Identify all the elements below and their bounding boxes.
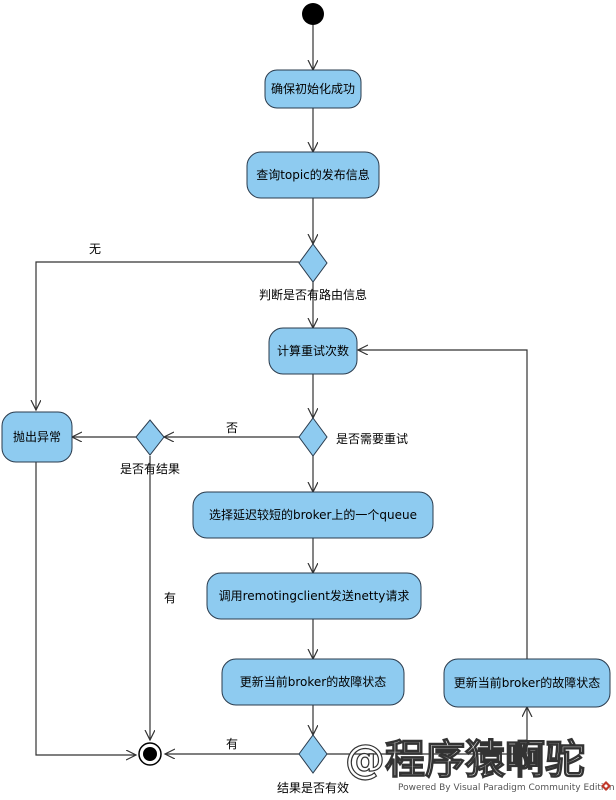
action-send-label: 调用remotingclient发送netty请求 — [219, 588, 410, 603]
edge-label-has-left: 有 — [164, 591, 176, 605]
action-throw: 抛出异常 — [1, 411, 73, 463]
decision-need-retry — [298, 417, 328, 457]
edge-none-throw — [36, 261, 299, 410]
footer-text: Powered By Visual Paradigm Community Edi… — [398, 783, 615, 793]
edge-update-right-retrycount — [358, 350, 528, 659]
decision-need-retry-label: 是否需要重试 — [336, 431, 408, 446]
decision-has-result-label: 是否有结果 — [120, 462, 180, 476]
action-query-label: 查询topic的发布信息 — [256, 167, 370, 182]
action-update-right-label: 更新当前broker的故障状态 — [454, 675, 600, 690]
edges — [36, 25, 527, 755]
action-send: 调用remotingclient发送netty请求 — [206, 572, 422, 620]
decision-route-info — [298, 243, 328, 283]
watermark-text: @程序猿啊驼 — [345, 737, 585, 783]
action-select-queue-label: 选择延迟较短的broker上的一个queue — [209, 507, 417, 522]
edge-label-no: 否 — [226, 421, 238, 435]
visual-paradigm-logo-icon — [601, 781, 611, 791]
decision-has-result — [135, 419, 165, 456]
edge-invalid-update-right — [327, 707, 527, 755]
action-throw-label: 抛出异常 — [13, 429, 61, 444]
decision-result-valid-label: 结果是否有效 — [277, 780, 349, 795]
action-query: 查询topic的发布信息 — [246, 151, 380, 199]
edge-throw-end — [35, 462, 136, 755]
decision-route-info-label: 判断是否有路由信息 — [259, 287, 367, 302]
action-init: 确保初始化成功 — [264, 69, 362, 109]
action-init-label: 确保初始化成功 — [271, 82, 355, 96]
action-update-left-label: 更新当前broker的故障状态 — [240, 674, 386, 689]
action-update-right: 更新当前broker的故障状态 — [443, 658, 611, 708]
edge-label-none: 无 — [89, 242, 101, 256]
decision-result-valid — [298, 734, 328, 774]
action-retry-count: 计算重试次数 — [268, 327, 358, 375]
final-node — [138, 742, 162, 766]
action-update-left: 更新当前broker的故障状态 — [221, 658, 405, 706]
initial-node — [302, 3, 324, 25]
edge-label-has-bottom: 有 — [226, 737, 238, 751]
action-retry-count-label: 计算重试次数 — [277, 343, 349, 358]
action-select-queue: 选择延迟较短的broker上的一个queue — [192, 491, 434, 539]
